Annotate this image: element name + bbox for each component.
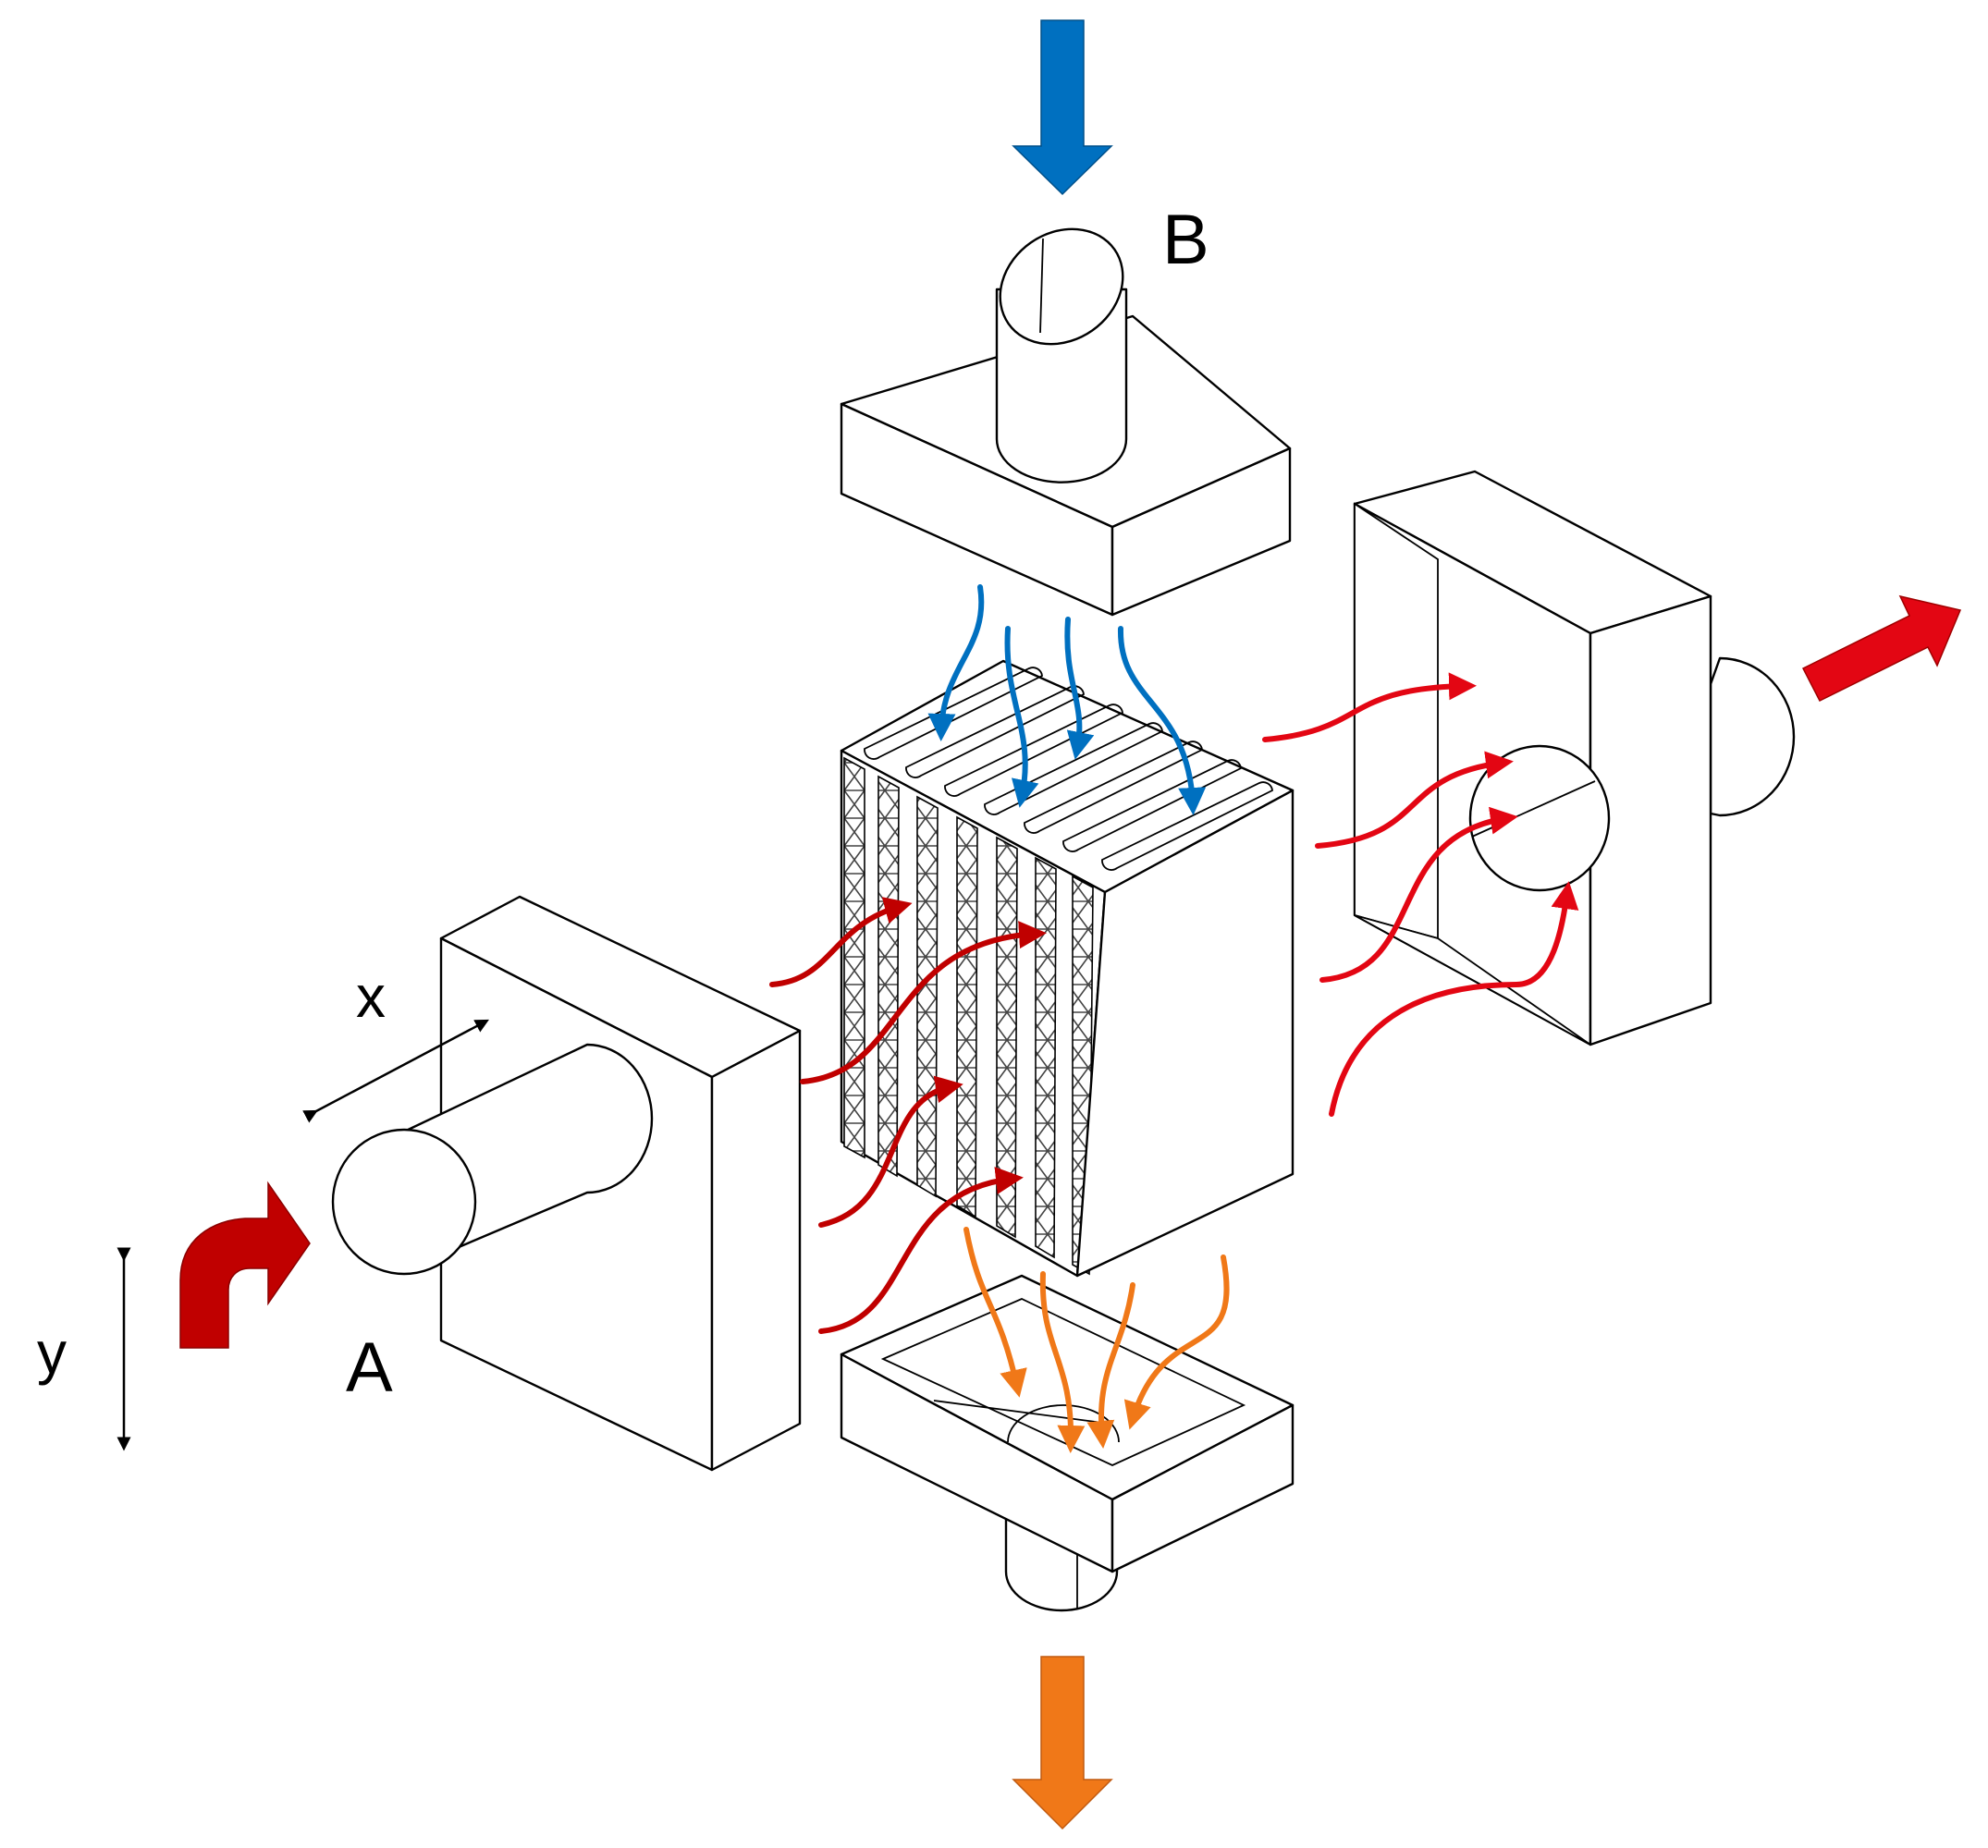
bottom-header (840, 1274, 1295, 1612)
red-flow-in-arrows (769, 897, 1047, 1334)
blue-flow-arrows (927, 584, 1207, 815)
b-inlet-arrow (1012, 19, 1113, 196)
orange-flow-arrows (963, 1227, 1230, 1453)
a-inlet-arrow (179, 1181, 311, 1349)
axis-x-label: x (356, 963, 386, 1030)
b-outlet-arrow (1012, 1656, 1113, 1830)
right-pipe-opening (1468, 744, 1611, 892)
top-header (840, 227, 1292, 617)
a-outlet-arrow (1801, 594, 1962, 703)
red-flow-out-arrows (1262, 672, 1579, 1117)
right-pipe (1709, 656, 1796, 817)
right-header (1353, 470, 1796, 1046)
top-pipe (995, 227, 1128, 483)
left-pipe (331, 1043, 654, 1276)
axis-x (302, 1019, 489, 1123)
inlet-a-label: A (346, 1328, 393, 1407)
axis-y-label: y (37, 1319, 67, 1386)
exchanger-core (840, 659, 1295, 1278)
left-header (331, 895, 802, 1472)
inlet-b-label: B (1162, 201, 1209, 279)
